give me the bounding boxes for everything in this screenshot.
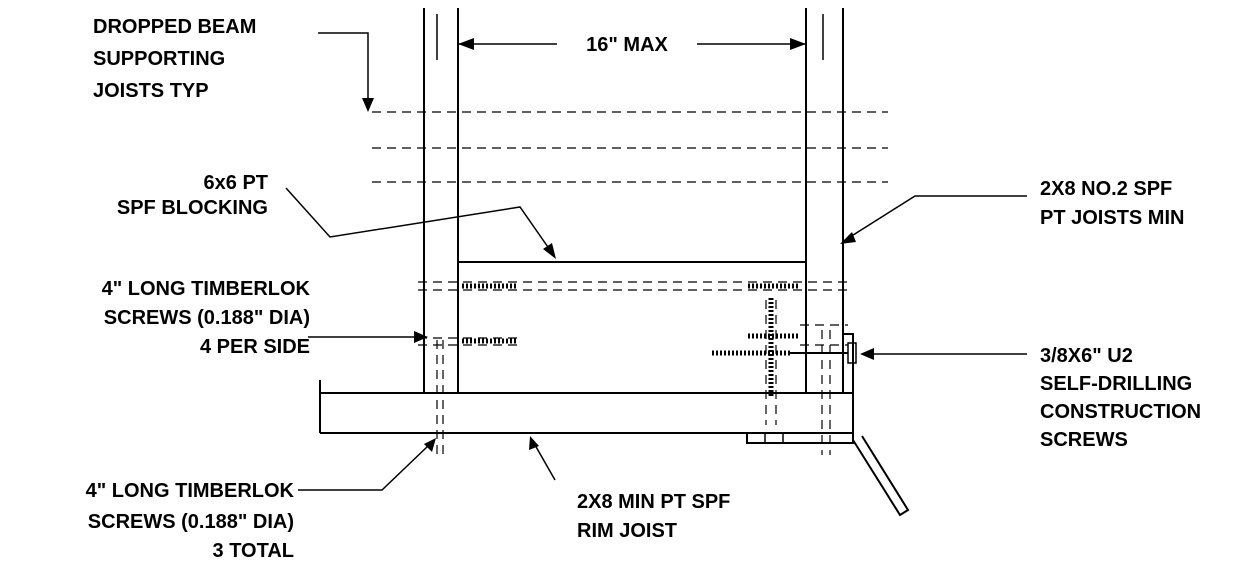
svg-text:JOISTS TYP: JOISTS TYP [93,80,209,102]
svg-text:SCREWS (0.188" DIA): SCREWS (0.188" DIA) [88,511,294,533]
dropped-beam-label: DROPPED BEAM SUPPORTING JOISTS TYP [93,16,256,102]
svg-text:2X8 MIN PT SPF: 2X8 MIN PT SPF [577,491,730,513]
rim-joist-member [319,380,853,434]
joists-label: 2X8 NO.2 SPF PT JOISTS MIN [1040,178,1184,229]
hidden-screw-lines [418,281,848,455]
leader-construction-screws [860,348,1027,360]
left-joist [423,8,459,393]
svg-text:SCREWS: SCREWS [1040,429,1128,451]
svg-text:PT JOISTS MIN: PT JOISTS MIN [1040,207,1184,229]
svg-text:DROPPED BEAM: DROPPED BEAM [93,16,256,38]
dimension-line [436,14,824,60]
leader-joists [840,195,1027,244]
blocking-label: 6x6 PT SPF BLOCKING [117,172,268,219]
leader-screws-total [298,438,436,491]
svg-text:4" LONG TIMBERLOK: 4" LONG TIMBERLOK [86,480,295,502]
right-joist [805,8,844,393]
screw-threads [462,283,857,398]
svg-text:3/8X6" U2: 3/8X6" U2 [1040,345,1133,367]
svg-text:CONSTRUCTION: CONSTRUCTION [1040,401,1201,423]
dimension-label: 16" MAX [586,34,668,56]
screws-total-label: 4" LONG TIMBERLOK SCREWS (0.188" DIA) 3 … [86,480,295,562]
rim-bracket [746,333,910,517]
leader-rim-joist [529,436,556,481]
svg-text:6x6 PT: 6x6 PT [204,172,268,194]
svg-text:SPF BLOCKING: SPF BLOCKING [117,197,268,219]
svg-text:RIM JOIST: RIM JOIST [577,520,677,542]
svg-text:4" LONG TIMBERLOK: 4" LONG TIMBERLOK [102,278,311,300]
svg-text:SELF-DRILLING: SELF-DRILLING [1040,373,1192,395]
svg-text:2X8 NO.2 SPF: 2X8 NO.2 SPF [1040,178,1172,200]
rim-joist-label: 2X8 MIN PT SPF RIM JOIST [577,491,730,542]
leader-screws-side [308,331,428,343]
svg-text:4 PER SIDE: 4 PER SIDE [200,336,310,358]
svg-text:3 TOTAL: 3 TOTAL [213,540,294,562]
screws-side-label: 4" LONG TIMBERLOK SCREWS (0.188" DIA) 4 … [102,278,311,358]
leader-blocking [285,187,556,259]
leader-dropped-beam [318,32,374,112]
dropped-beam-dashed-lines [372,111,888,183]
svg-text:SCREWS (0.188" DIA): SCREWS (0.188" DIA) [104,307,310,329]
svg-text:SUPPORTING: SUPPORTING [93,48,225,70]
construction-screws-label: 3/8X6" U2 SELF-DRILLING CONSTRUCTION SCR… [1040,345,1201,451]
